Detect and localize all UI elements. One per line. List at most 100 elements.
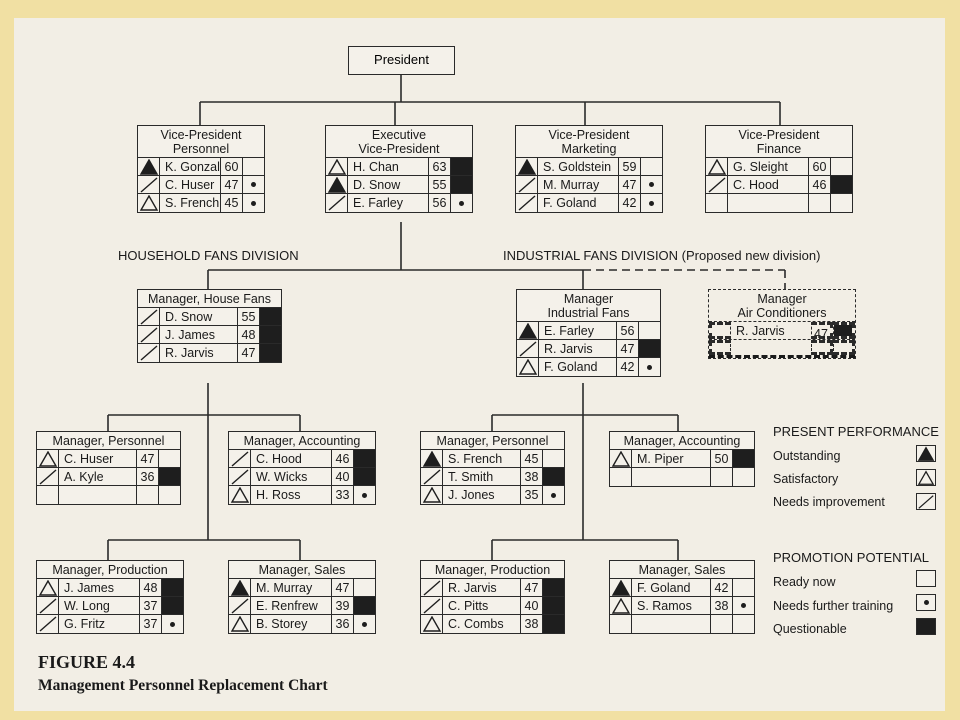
questionable-filled-cell	[353, 468, 375, 485]
candidate-name: M. Murray	[543, 178, 600, 192]
needs-training-dot-icon	[732, 597, 754, 614]
satisfactory-triangle-icon	[421, 615, 443, 633]
outstanding-triangle-icon	[421, 450, 443, 467]
empty-performance-cell	[709, 340, 731, 355]
box-title: Vice-President Finance	[706, 126, 852, 158]
candidate-name: H. Chan	[353, 160, 399, 174]
candidate-age: 37	[139, 615, 161, 633]
candidate-age: 59	[618, 158, 640, 175]
candidate-name: G. Sleight	[733, 160, 788, 174]
candidate-row	[610, 615, 754, 633]
candidate-row: K. Gonzalez60	[138, 158, 264, 176]
satisfactory-triangle-icon	[229, 486, 251, 504]
box-title: Vice-President Marketing	[516, 126, 662, 158]
needs-improvement-slash-icon	[37, 615, 59, 633]
candidate-name: J. Jones	[448, 488, 495, 502]
candidate-age: 47	[136, 450, 158, 467]
needs-improvement-slash-icon	[138, 308, 160, 325]
candidate-age: 38	[710, 597, 732, 614]
candidate-name: C. Hood	[256, 452, 302, 466]
candidate-age: 36	[331, 615, 353, 633]
candidate-age: 55	[428, 176, 450, 193]
candidate-name: S. French	[165, 196, 220, 210]
candidate-age	[136, 486, 158, 504]
needs-training-dot-icon	[916, 594, 936, 611]
questionable-filled-cell	[353, 450, 375, 467]
satisfactory-triangle-icon	[706, 158, 728, 175]
questionable-filled-cell	[732, 450, 754, 467]
ready-now-empty-cell	[732, 579, 754, 596]
questionable-filled-cell	[259, 344, 281, 362]
candidate-age: 47	[237, 344, 259, 362]
needs-improvement-slash-icon	[37, 468, 59, 485]
candidate-name: C. Combs	[448, 617, 504, 631]
ready-now-empty-cell	[830, 158, 852, 175]
box-title: Manager, Accounting	[610, 432, 754, 450]
empty-performance-cell	[37, 486, 59, 504]
empty-performance-cell	[706, 194, 728, 212]
candidate-name	[632, 615, 710, 633]
candidate-name	[632, 468, 710, 486]
candidate-name: M. Murray	[256, 581, 313, 595]
needs-training-dot-icon	[353, 486, 375, 504]
box-title: Manager Industrial Fans	[517, 290, 660, 322]
candidate-name: S. Ramos	[637, 599, 692, 613]
box-title: Manager, Sales	[610, 561, 754, 579]
candidate-age: 45	[520, 450, 542, 467]
ready-now-empty-cell	[640, 158, 662, 175]
satisfactory-triangle-icon	[37, 579, 59, 596]
candidate-row	[610, 468, 754, 486]
candidate-name: C. Huser	[165, 178, 215, 192]
needs-improvement-slash-icon	[516, 194, 538, 212]
candidate-name: G. Fritz	[64, 617, 105, 631]
legend-satisfactory-label: Satisfactory	[773, 472, 839, 486]
ready-now-empty-cell	[242, 158, 264, 175]
candidate-name: H. Ross	[256, 488, 301, 502]
candidate-name: J. James	[64, 581, 115, 595]
empty-performance-cell	[610, 468, 632, 486]
needs-improvement-slash-icon	[421, 579, 443, 596]
industrial-division-label: INDUSTRIAL FANS DIVISION (Proposed new d…	[503, 248, 821, 263]
candidate-row	[37, 486, 180, 504]
box-title: Manager, Personnel	[421, 432, 564, 450]
candidate-name: R. Jarvis	[448, 581, 497, 595]
candidate-row	[706, 194, 852, 212]
legend-ready-now-label: Ready now	[773, 575, 836, 589]
candidate-name: E. Farley	[544, 324, 595, 338]
questionable-filled-cell	[542, 468, 564, 485]
questionable-filled-cell	[833, 322, 855, 339]
candidate-age	[710, 468, 732, 486]
needs-improvement-slash-icon	[421, 597, 443, 614]
satisfactory-triangle-icon	[610, 597, 632, 614]
candidate-age: 36	[136, 468, 158, 485]
outstanding-triangle-icon	[229, 579, 251, 596]
candidate-name	[728, 194, 808, 212]
figure-title: Management Personnel Replacement Chart	[38, 677, 328, 694]
needs-training-dot-icon	[161, 615, 183, 633]
candidate-name: E. Farley	[353, 196, 404, 210]
candidate-name: C. Pitts	[448, 599, 489, 613]
candidate-name: C. Huser	[64, 452, 114, 466]
